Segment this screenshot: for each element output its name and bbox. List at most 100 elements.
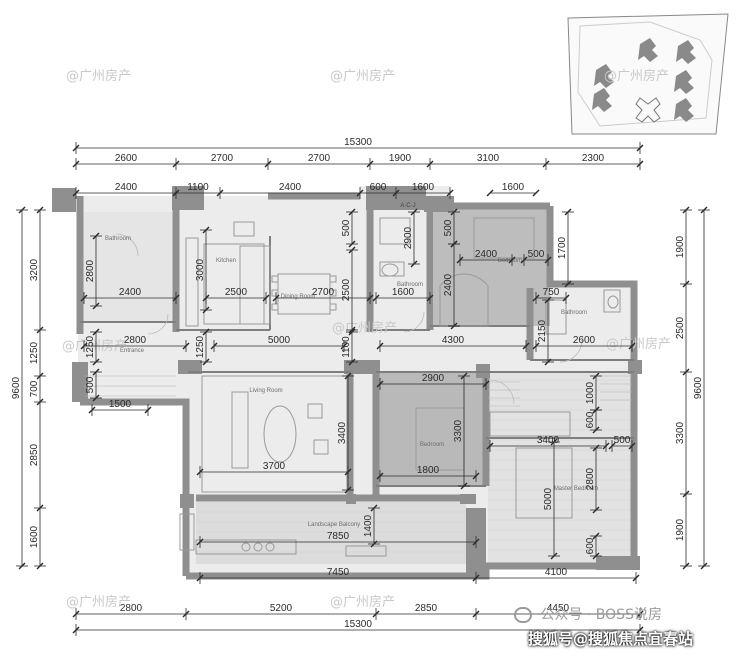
dimension-right: 1900 [675, 518, 686, 541]
room-label-bathroom1: Bathroom [105, 236, 131, 242]
dimension-interior: 1000 [585, 381, 596, 404]
dimension-top-row2: 600 [370, 182, 387, 193]
dimension-interior: 2400 [475, 249, 498, 260]
dimension-interior: 3400 [537, 435, 560, 446]
watermark: @广州房产 [604, 68, 669, 84]
watermark: @广州房产 [330, 68, 395, 84]
dimension-lines [16, 142, 710, 636]
dimension-total-top: 15300 [344, 137, 372, 148]
dimension-interior: 2150 [537, 319, 548, 342]
wechat-credit: 公众号 · BOSS说房 [514, 604, 662, 624]
dimension-interior: 500 [443, 219, 454, 236]
room-label-master: Master Bedroom [554, 486, 598, 492]
room-labels: Bathroom Kitchen Dining Room Bathroom Be… [105, 236, 598, 528]
dimension-bottom-row2: 2800 [120, 603, 143, 614]
plan-body [52, 186, 642, 580]
dimension-labels: 15300 2600 2700 2700 1900 3100 2300 2400 1100 240… [11, 137, 704, 630]
dimension-interior: 3300 [453, 419, 464, 442]
dimension-bottom-row1: 7450 [327, 567, 350, 578]
dimension-interior: 2600 [573, 335, 596, 346]
dimension-left: 2850 [29, 443, 40, 466]
dimension-interior: 3000 [195, 258, 206, 281]
dimension-interior: 1500 [109, 399, 132, 410]
dimension-bottom-row2: 4450 [547, 603, 570, 614]
dimension-interior: 500 [341, 219, 352, 236]
room-label-kitchen: Kitchen [216, 258, 236, 264]
master-floor [488, 372, 634, 564]
dimension-interior: 2900 [403, 226, 414, 249]
room-label-dining: Dining Room [281, 294, 316, 300]
dimension-bottom-row2: 2850 [415, 603, 438, 614]
dimension-interior: 7850 [327, 531, 350, 542]
watermarks: @广州房产 @广州房产 @广州房产 @广州房产 @广州房产 @广州房产 @广州房… [62, 68, 671, 610]
dimension-right: 1900 [675, 235, 686, 258]
dimension-interior: 1700 [557, 236, 568, 259]
room-label-bathroom2: Bathroom [561, 310, 587, 316]
sohu-credit-text: 搜狐号@搜狐焦点宜春站 [528, 630, 694, 648]
dimension-top-row2: 1600 [412, 182, 435, 193]
dimension-interior: 500 [614, 435, 631, 446]
dimension-top-row1: 2300 [582, 153, 605, 164]
dimension-left: 3200 [29, 258, 40, 281]
dimension-interior: 2800 [85, 259, 96, 282]
dimension-tick [486, 189, 494, 197]
dimension-interior: 3400 [337, 421, 348, 444]
dimension-interior: 1250 [85, 335, 96, 358]
dimension-right: 3300 [675, 421, 686, 444]
dimension-top-row1: 2600 [115, 153, 138, 164]
dimension-left: 1250 [29, 341, 40, 364]
wechat-credit-text: 公众号 · BOSS说房 [540, 607, 662, 623]
dimension-interior: 2500 [225, 287, 248, 298]
watermark: @广州房产 [332, 320, 397, 336]
dimension-left-total: 9600 [11, 376, 22, 399]
dimension-top-row1: 1900 [389, 153, 412, 164]
dimension-interior: 3700 [263, 461, 286, 472]
dimension-interior: 2900 [422, 373, 445, 384]
dimension-interior: 5000 [268, 335, 291, 346]
dimension-bottom-row1: 4100 [545, 567, 568, 578]
dimension-interior: 2800 [124, 335, 147, 346]
dimension-interior: 4300 [442, 335, 465, 346]
dimension-total-bottom: 15300 [344, 619, 372, 630]
dimension-interior: 1250 [195, 335, 206, 358]
dimension-interior: 600 [585, 411, 596, 428]
watermark: @广州房产 [66, 68, 131, 84]
dimension-interior: 1600 [392, 287, 415, 298]
dimension-interior: 750 [543, 287, 560, 298]
dimension-top-row2: 2400 [279, 182, 302, 193]
dimension-interior: 5000 [543, 487, 554, 510]
dimension-tick [532, 189, 540, 197]
unit-tag: A·C·J [400, 203, 415, 209]
dimension-interior: 2400 [443, 273, 454, 296]
dimension-left: 700 [29, 380, 40, 397]
dimension-top-row1: 2700 [308, 153, 331, 164]
dimension-top-row1: 2700 [211, 153, 234, 164]
dimension-interior: 2800 [585, 467, 596, 490]
dimension-interior: 500 [528, 249, 545, 260]
dimension-interior: 2700 [312, 287, 335, 298]
room-label-wc: Bathroom [397, 282, 423, 288]
dimension-top-row2: 1100 [187, 182, 209, 193]
dimension-interior: 1800 [417, 465, 440, 476]
room-label-balcony: Landscape Balcony [308, 522, 360, 528]
dimension-interior: 2500 [341, 278, 352, 301]
room-label-bedroom3: Bedroom [420, 442, 444, 448]
room-label-bedroom2: Bedroom [498, 258, 522, 264]
dimension-right-total: 9600 [693, 376, 704, 399]
bedroom3-floor [376, 372, 486, 486]
dimension-top-row2: 1600 [502, 182, 525, 193]
dimension-top-row1: 3100 [477, 153, 500, 164]
room-label-living: Living Room [249, 388, 282, 394]
dimension-top-row2: 2400 [115, 182, 138, 193]
wechat-icon [514, 607, 532, 623]
dimension-interior: 1100 [341, 336, 352, 358]
watermark: @广州房产 [66, 594, 131, 610]
sohu-credit: 搜狐号@搜狐焦点宜春站 [528, 628, 693, 649]
dimension-left: 1600 [29, 525, 40, 548]
watermark: @广州房产 [330, 594, 395, 610]
site-key-map [567, 13, 729, 135]
dimension-bottom-row2: 5200 [270, 603, 293, 614]
dimension-right: 2500 [675, 316, 686, 339]
watermark: @广州房产 [606, 336, 671, 352]
